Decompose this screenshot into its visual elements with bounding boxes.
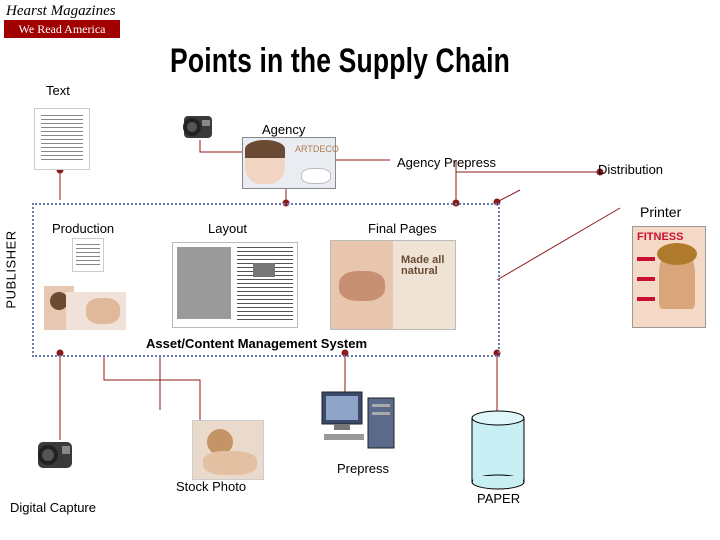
magazine-masthead: FITNESS xyxy=(637,231,684,243)
publisher-label: PUBLISHER xyxy=(3,230,19,309)
asset-system-label: Asset/Content Management System xyxy=(146,336,368,351)
text-document-image xyxy=(34,108,90,170)
stock-photo-label: Stock Photo xyxy=(176,479,247,494)
layout-spread-image xyxy=(172,242,298,328)
layout-label: Layout xyxy=(208,221,248,236)
paper-cylinder-icon xyxy=(471,410,525,495)
production-document-image xyxy=(72,238,104,272)
text-label: Text xyxy=(46,83,70,98)
agency-prepress-label: Agency Prepress xyxy=(397,155,496,170)
agency-ad-image: ARTDECO xyxy=(242,137,339,189)
agency-label: Agency xyxy=(262,122,306,137)
final-page-headline: Made all natural xyxy=(401,254,445,277)
production-photo-2 xyxy=(66,292,126,330)
publisher-box xyxy=(32,203,500,357)
page-title: Points in the Supply Chain xyxy=(170,42,510,80)
magazine-cover-icon: FITNESS xyxy=(632,226,706,328)
agency-ad-text: ARTDECO xyxy=(295,144,339,154)
stock-photo-image xyxy=(192,420,264,480)
prepress-label: Prepress xyxy=(337,461,390,476)
final-pages-label: Final Pages xyxy=(368,221,437,236)
paper-label: PAPER xyxy=(477,491,521,506)
computer-icon xyxy=(320,390,400,461)
production-label: Production xyxy=(52,221,115,236)
final-pages-image: Made all natural xyxy=(330,240,456,330)
brand-name: Hearst Magazines xyxy=(6,3,116,19)
distribution-label: Distribution xyxy=(598,162,664,177)
camera-icon xyxy=(178,110,218,151)
brand-tagline: We Read America xyxy=(4,20,120,38)
printer-label: Printer xyxy=(640,204,682,220)
camera-icon-bottom xyxy=(32,434,78,481)
digital-capture-label: Digital Capture xyxy=(10,500,96,515)
